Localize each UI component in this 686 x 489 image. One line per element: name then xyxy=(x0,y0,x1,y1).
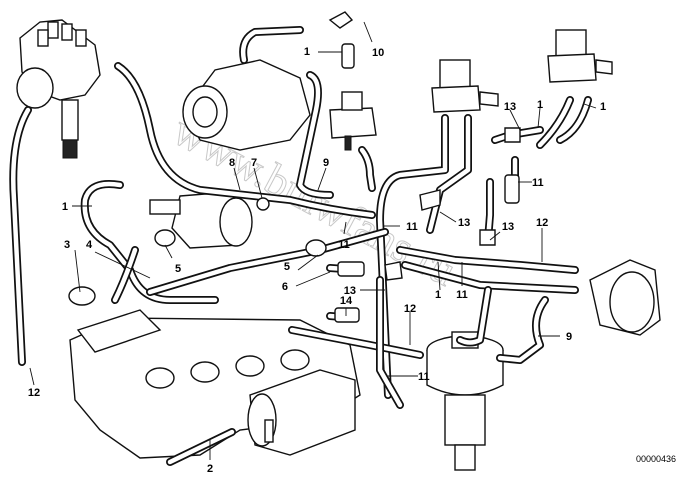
callout-11-d: 11 xyxy=(456,289,468,301)
callout-2: 2 xyxy=(207,463,213,475)
callout-9-bottom: 9 xyxy=(566,331,572,343)
callout-9-top: 9 xyxy=(323,157,329,169)
pressure-regulator xyxy=(426,331,504,471)
callout-11-b: 11 xyxy=(406,221,418,233)
callout-12-mid: 12 xyxy=(404,303,416,315)
callout-6: 6 xyxy=(282,281,288,293)
control-valve-right xyxy=(547,29,613,83)
reference-number: 00000436 xyxy=(636,454,676,464)
callout-1-top: 1 xyxy=(304,46,310,58)
callout-12-right: 12 xyxy=(536,217,548,229)
callout-7: 7 xyxy=(251,157,257,169)
callout-14: 14 xyxy=(340,295,353,307)
callout-13-mid: 13 xyxy=(458,217,470,229)
callout-1-mid: 1 xyxy=(435,289,441,301)
callout-1-right-a: 1 xyxy=(537,99,543,111)
callout-5-left: 5 xyxy=(175,263,181,275)
distributor xyxy=(16,19,101,159)
callout-10: 10 xyxy=(372,47,384,59)
small-parts xyxy=(68,11,521,323)
callout-3: 3 xyxy=(64,239,70,251)
callout-labels: 1 10 1 3 4 5 5 6 8 7 9 2 12 14 11 11 11 … xyxy=(28,46,606,475)
callout-11-c: 11 xyxy=(418,371,430,383)
callout-4: 4 xyxy=(86,239,93,251)
callout-8: 8 xyxy=(229,157,235,169)
callout-5-mid: 5 xyxy=(284,261,290,273)
callout-13-top: 13 xyxy=(504,101,516,113)
callout-1-right-b: 1 xyxy=(600,101,606,113)
callout-1-left: 1 xyxy=(62,201,68,213)
callout-13-right: 13 xyxy=(502,221,514,233)
callout-12-left: 12 xyxy=(28,387,40,399)
callout-13-left: 13 xyxy=(344,285,356,297)
vacuum-diaphragm xyxy=(589,259,661,336)
control-valve-left xyxy=(431,59,499,113)
callout-leaders xyxy=(29,21,597,460)
throttle-housing xyxy=(182,59,311,151)
callout-11-a: 11 xyxy=(338,239,350,251)
thermo-switch xyxy=(329,91,377,151)
canister xyxy=(247,369,356,456)
callout-11-e: 11 xyxy=(532,177,544,189)
